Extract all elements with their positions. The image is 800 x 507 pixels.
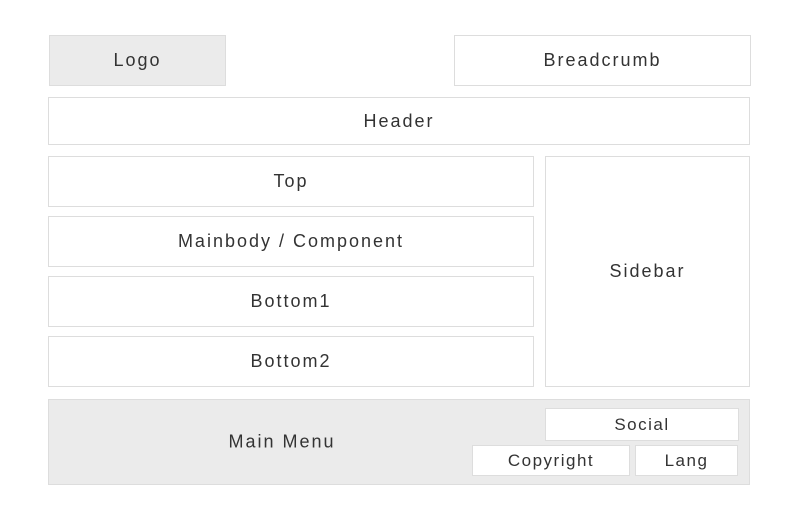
sidebar-label: Sidebar: [609, 261, 686, 281]
logo-block: Logo: [49, 35, 226, 86]
bottom1-block: Bottom1: [48, 276, 534, 327]
lang-label: Lang: [664, 450, 709, 470]
bottom1-label: Bottom1: [250, 291, 332, 311]
social-label: Social: [614, 414, 670, 434]
bottom2-block: Bottom2: [48, 336, 534, 387]
sidebar-block: Sidebar: [545, 156, 750, 387]
main-menu-label: Main Menu: [228, 431, 336, 452]
breadcrumb-block: Breadcrumb: [454, 35, 751, 86]
copyright-label: Copyright: [507, 450, 595, 470]
lang-block: Lang: [635, 445, 738, 476]
top-block: Top: [48, 156, 534, 207]
breadcrumb-label: Breadcrumb: [543, 50, 662, 70]
social-block: Social: [545, 408, 739, 441]
header-block: Header: [48, 97, 750, 145]
logo-label: Logo: [113, 50, 162, 70]
header-label: Header: [363, 110, 435, 131]
copyright-block: Copyright: [472, 445, 630, 476]
mainbody-label: Mainbody / Component: [177, 231, 405, 251]
mainbody-block: Mainbody / Component: [48, 216, 534, 267]
top-label: Top: [273, 171, 309, 191]
bottom2-label: Bottom2: [250, 351, 332, 371]
